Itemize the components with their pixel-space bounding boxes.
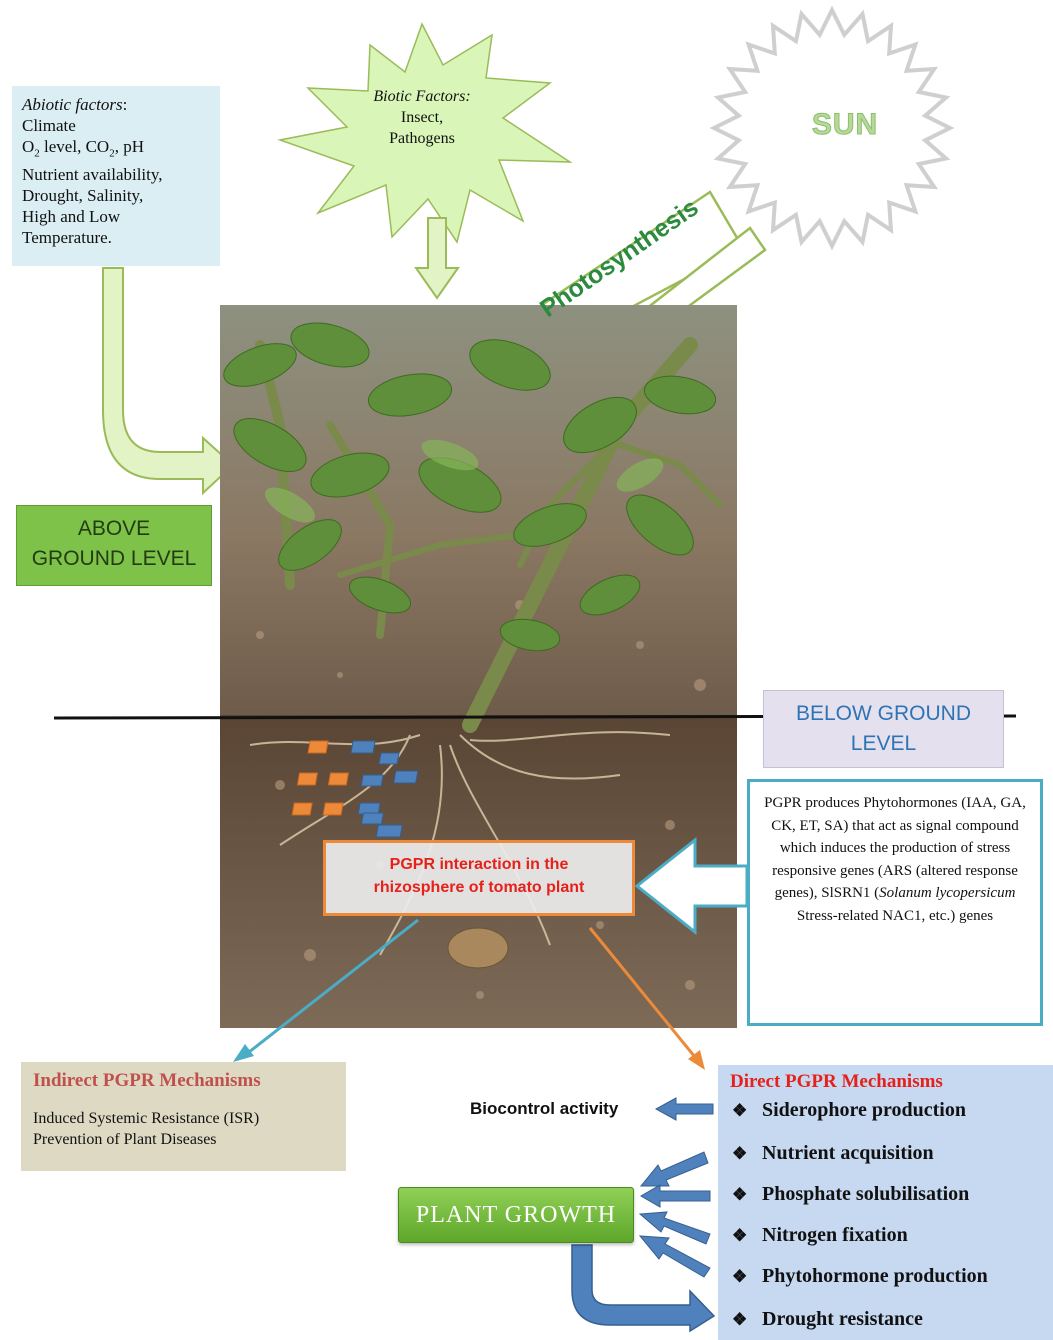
pgpr-interaction-line-1: PGPR interaction in the: [389, 856, 569, 873]
below-ground-line-1: BELOW GROUND: [795, 702, 971, 725]
abiotic-line-temp2: Temperature.: [22, 228, 112, 248]
biotic-line-insect: Insect,: [400, 109, 444, 126]
pgpr-interaction-box: PGPR interaction in the rhizosphere of t…: [323, 840, 635, 916]
direct-item-label: Nitrogen fixation: [762, 1224, 908, 1246]
phyto-species: Solanum lycopersicum: [879, 885, 1016, 901]
abiotic-line-drought: Drought, Salinity,: [22, 186, 144, 206]
abiotic-o2-sub: 2: [34, 147, 40, 160]
abiotic-title: Abiotic factors: [22, 95, 123, 114]
abiotic-line-nutrient: Nutrient availability,: [22, 165, 163, 185]
abiotic-o2-label: O: [22, 137, 35, 156]
biocontrol-label: Biocontrol activity: [470, 1099, 619, 1118]
plant-growth-box: PLANT GROWTH: [398, 1187, 634, 1243]
diamond-bullet-icon: ❖: [732, 1310, 748, 1329]
indirect-item-diseases: Prevention of Plant Diseases: [33, 1131, 217, 1148]
abiotic-co2-label: level, CO: [39, 137, 110, 156]
abiotic-line-temp1: High and Low: [22, 207, 121, 227]
direct-item-label: Phosphate solubilisation: [762, 1183, 970, 1205]
abiotic-bent-arrow: [102, 267, 235, 496]
pgpr-interaction-line-2: rhizosphere of tomato plant: [373, 879, 585, 896]
below-ground-line-2: LEVEL: [850, 732, 917, 755]
sun-shape: [709, 5, 955, 251]
abiotic-co2-sub: 2: [109, 147, 115, 160]
direct-item-label: Siderophore production: [762, 1099, 966, 1121]
biotic-title: Biotic Factors:: [373, 88, 471, 105]
sun-outline: [709, 5, 955, 251]
diamond-bullet-icon: ❖: [732, 1185, 748, 1204]
diamond-bullet-icon: ❖: [732, 1267, 748, 1286]
pgpr-bacteria-markers: [291, 740, 419, 838]
sun-label: SUN: [811, 108, 879, 142]
phyto-text-end: Stress-related NAC1, etc.) genes: [796, 907, 994, 924]
direct-item-phytohormone: ❖ Phytohormone production: [732, 1265, 988, 1288]
diamond-bullet-icon: ❖: [732, 1226, 748, 1245]
biotic-line-pathogens: Pathogens: [389, 130, 455, 147]
abiotic-line-climate: Climate: [22, 116, 76, 135]
diamond-bullet-icon: ❖: [732, 1101, 748, 1120]
phytohormones-box: PGPR produces Phytohormones (IAA, GA, CK…: [747, 779, 1043, 1026]
abiotic-title-colon: :: [122, 95, 128, 114]
direct-item-label: Phytohormone production: [762, 1265, 988, 1287]
indirect-item-isr: Induced Systemic Resistance (ISR): [33, 1110, 260, 1127]
abiotic-line-gases: O2 level, CO2, pH: [22, 136, 210, 164]
phyto-text: PGPR produces Phytohormones (IAA, GA, CK…: [764, 795, 1026, 901]
direct-item-label: Drought resistance: [762, 1308, 923, 1330]
direct-item-nitrogen: ❖ Nitrogen fixation: [732, 1224, 908, 1247]
below-ground-label: BELOW GROUND LEVEL: [763, 690, 1004, 768]
biotic-factors-text: Biotic Factors: Insect, Pathogens: [352, 86, 492, 149]
direct-item-label: Nutrient acquisition: [762, 1142, 934, 1164]
biotic-down-arrow: [414, 217, 460, 300]
biotic-star-shape: [277, 22, 573, 244]
direct-item-drought: ❖ Drought resistance: [732, 1308, 923, 1331]
abiotic-ph-label: , pH: [114, 137, 144, 156]
direct-item-siderophore: ❖ Siderophore production: [732, 1099, 966, 1122]
above-ground-label: ABOVE GROUND LEVEL: [16, 505, 212, 586]
indirect-mechanisms-box: Indirect PGPR Mechanisms Induced Systemi…: [21, 1062, 346, 1171]
direct-mechanisms-box: Direct PGPR Mechanisms ❖ Siderophore prod…: [718, 1065, 1053, 1340]
tomato-plant-photo: [220, 305, 737, 1028]
abiotic-factors-box: Abiotic factors: Climate O2 level, CO2, …: [12, 86, 220, 266]
direct-item-nutrient: ❖ Nutrient acquisition: [732, 1142, 934, 1165]
direct-item-phosphate: ❖ Phosphate solubilisation: [732, 1183, 969, 1206]
indirect-title: Indirect PGPR Mechanisms: [33, 1070, 261, 1091]
diamond-bullet-icon: ❖: [732, 1144, 748, 1163]
above-ground-line-2: GROUND LEVEL: [31, 547, 197, 570]
direct-title: Direct PGPR Mechanisms: [730, 1071, 943, 1092]
above-ground-line-1: ABOVE: [77, 517, 151, 540]
